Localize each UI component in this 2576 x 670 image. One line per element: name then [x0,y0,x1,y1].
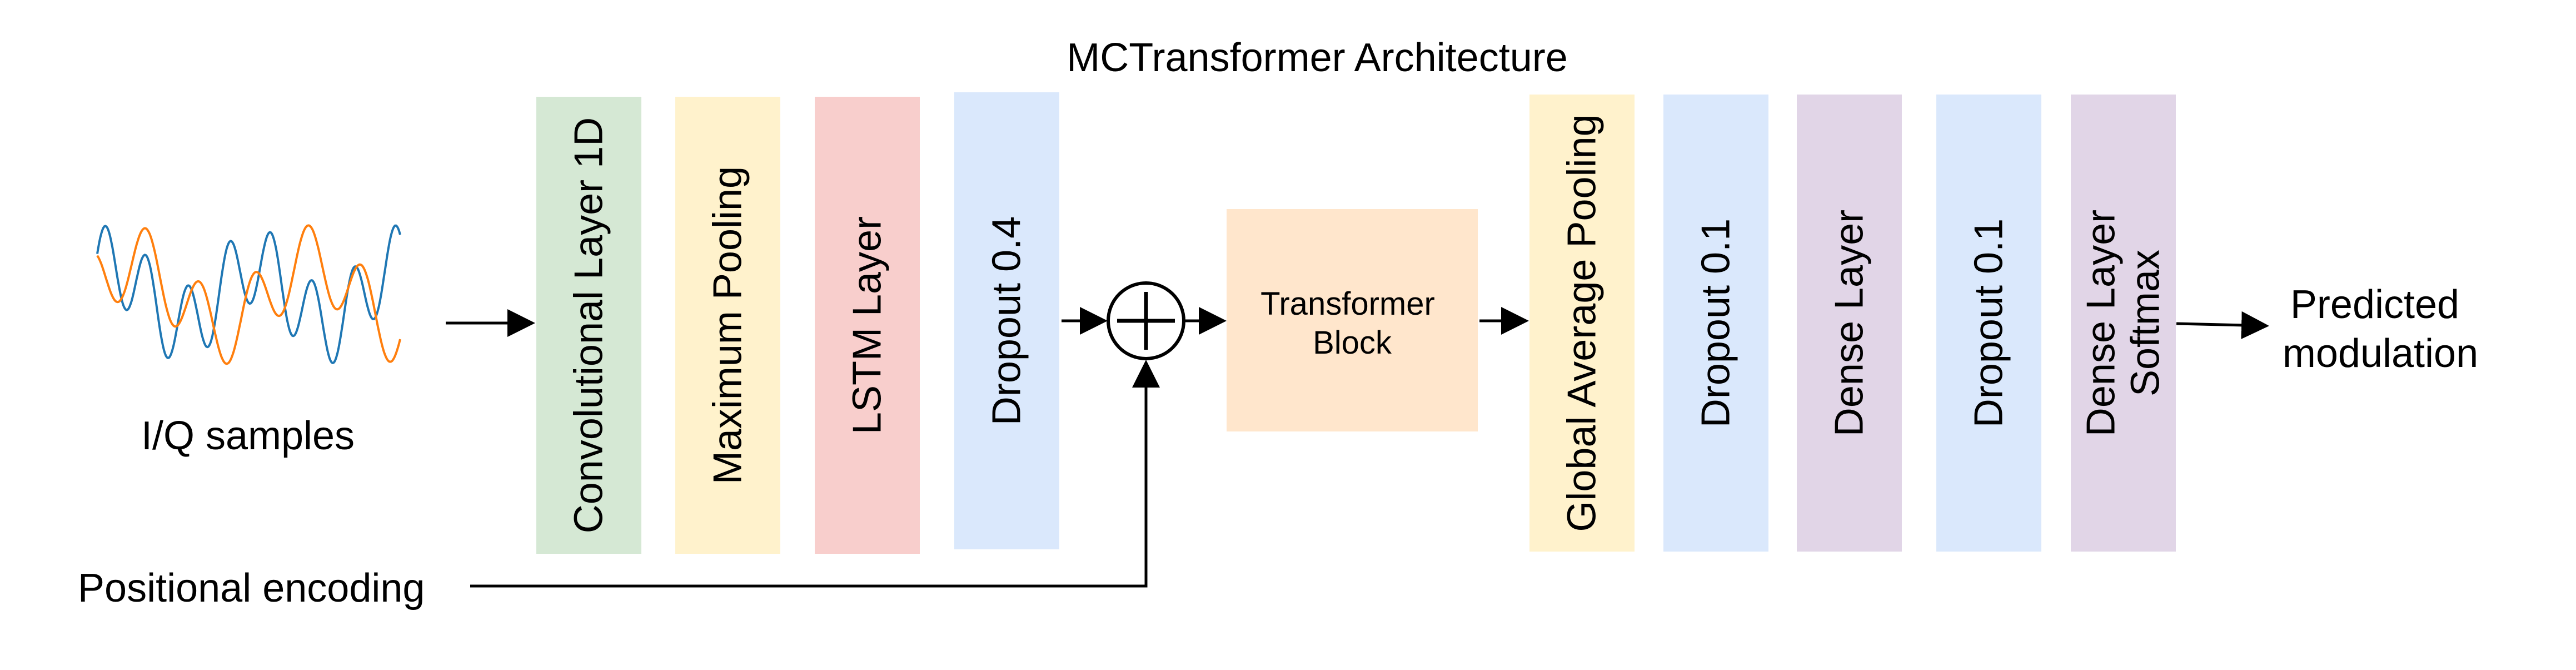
dense-softmax-block: Dense LayerSoftmax [2071,95,2176,552]
lstm-layer-label: LSTM Layer [845,216,890,434]
block-label-line: Dense Layer [1827,210,1872,436]
diagram-title: MCTransformer Architecture [1067,36,1568,80]
max-pooling-block: Maximum Pooling [675,97,780,554]
block-label-line: Convolutional Layer 1D [567,117,611,533]
dropout-01-first-block: Dropout 0.1 [1663,95,1768,552]
iq-samples-label: I/Q samples [141,414,355,458]
arrow-softmax-to-output [2176,311,2269,339]
transformer-block: Transformer Block [1227,209,1478,431]
global-average-pooling-label: Global Average Pooling [1560,114,1605,532]
block-label-line: Dropout 0.1 [1694,219,1738,428]
block-label-line: Dropout 0.1 [1967,219,2011,428]
dense-layer-label: Dense Layer [1827,210,1872,436]
q-channel-waveform [96,224,401,365]
add-circle-icon [1107,281,1185,360]
max-pooling-label: Maximum Pooling [706,166,750,484]
iq-waveform-icon [96,224,401,365]
conv1d-layer-label: Convolutional Layer 1D [567,117,611,533]
block-label-line: Maximum Pooling [706,166,750,484]
conv1d-layer-block: Convolutional Layer 1D [536,97,641,554]
dropout-01-first-label: Dropout 0.1 [1694,219,1738,428]
dropout-04-label: Dropout 0.4 [985,216,1029,425]
positional-encoding-label: Positional encoding [78,566,425,611]
global-average-pooling-block: Global Average Pooling [1529,95,1635,552]
block-label-line: Global Average Pooling [1560,114,1605,532]
block-label-line: Dropout 0.4 [985,216,1029,425]
block-label-line: LSTM Layer [845,216,890,434]
dropout-01-second-label: Dropout 0.1 [1967,219,2011,428]
dropout-01-second-block: Dropout 0.1 [1936,95,2041,552]
dense-layer-block: Dense Layer [1797,95,1902,552]
arrow-positional-to-add [470,360,1160,588]
block-label-line: Dense Layer [2079,210,2124,436]
i-channel-waveform [96,224,401,365]
dropout-04-block: Dropout 0.4 [954,92,1059,549]
lstm-layer-block: LSTM Layer [815,97,920,554]
predicted-modulation-label: Predicted modulation [2283,282,2478,376]
dense-softmax-label: Dense LayerSoftmax [2079,210,2168,436]
transformer-block-label: Transformer Block [1260,286,1444,361]
block-label-line: Softmax [2124,250,2168,396]
